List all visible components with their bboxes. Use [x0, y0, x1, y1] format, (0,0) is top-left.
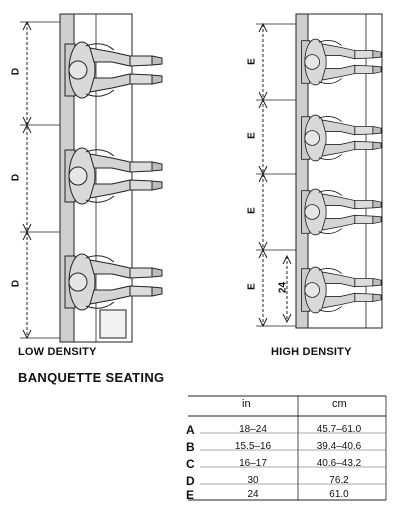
diagram-title: BANQUETTE SEATING: [18, 370, 165, 385]
high-dimension-line: [256, 22, 296, 328]
low-figure-3: [64, 253, 163, 311]
low-dim-label-2: D: [10, 173, 22, 182]
depth-dim-label: 24: [277, 281, 289, 294]
low-dim-label-1: D: [10, 67, 22, 76]
low-density-banquette: [59, 13, 163, 343]
dimension-table: in cm A 18–24 45.7–61.0 B 15.5–16 39.4–4…: [186, 393, 386, 502]
high-dim-label-2: E: [246, 132, 258, 139]
row-in-value: 30: [247, 475, 259, 486]
row-cm-value: 76.2: [329, 475, 349, 486]
row-in-value: 24: [247, 489, 259, 500]
high-figure-2: [301, 114, 382, 162]
row-in-value: 16–17: [239, 458, 267, 469]
high-dim-label-4: E: [246, 283, 258, 290]
low-figure-2: [64, 147, 163, 205]
row-cm-value: 40.6–43.2: [316, 458, 362, 469]
row-cm-value: 45.7–61.0: [316, 424, 362, 435]
row-cm-value: 39.4–40.6: [316, 441, 362, 452]
row-letter: C: [186, 457, 195, 471]
low-dimension-line: [20, 20, 60, 340]
low-figure-1: [64, 41, 163, 99]
high-figure-1: [301, 38, 382, 86]
row-in-value: 18–24: [239, 424, 267, 435]
high-density-banquette: [295, 13, 383, 329]
row-in-value: 15.5–16: [234, 441, 272, 452]
table-header-in: in: [242, 398, 251, 410]
row-letter: D: [186, 474, 195, 488]
high-density-caption: HIGH DENSITY: [271, 346, 352, 358]
low-density-caption: LOW DENSITY: [18, 346, 97, 358]
dimension-table-grid: [188, 395, 387, 501]
high-dim-label-1: E: [246, 58, 258, 65]
row-letter: E: [186, 488, 195, 502]
row-letter: B: [186, 440, 195, 454]
high-figure-4: [301, 266, 382, 314]
table-header-cm: cm: [332, 398, 347, 410]
high-dim-label-3: E: [246, 207, 258, 214]
low-dim-label-3: D: [10, 279, 22, 288]
high-figure-3: [301, 188, 382, 236]
row-cm-value: 61.0: [329, 489, 349, 500]
row-letter: A: [186, 423, 195, 437]
